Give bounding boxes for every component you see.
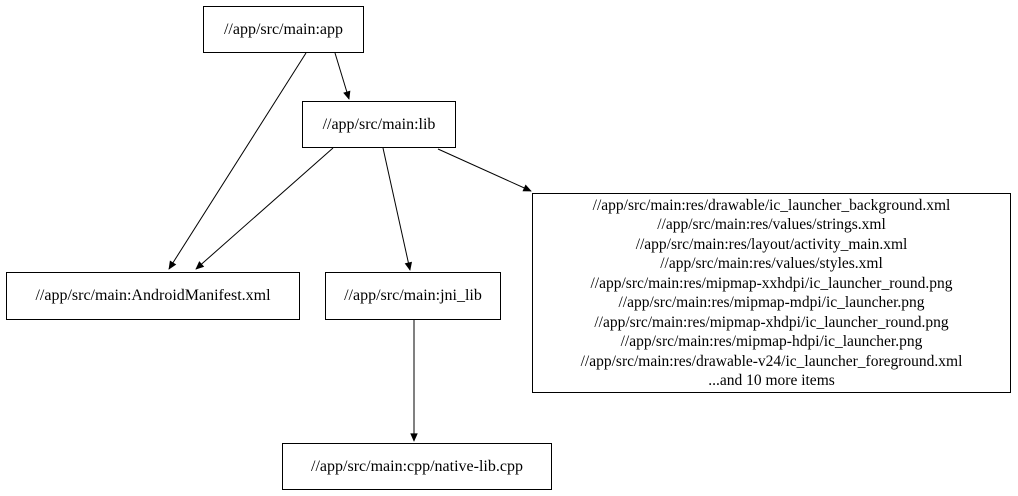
node-label-line: //app/src/main:res/mipmap-xxhdpi/ic_laun… [590,274,953,292]
graph-node-lib: //app/src/main:lib [302,101,456,148]
edge-app-to-lib [334,52,351,100]
graph-node-app: //app/src/main:app [203,6,364,53]
graph-node-resources: //app/src/main:res/drawable/ic_launcher_… [532,193,1011,393]
node-label: //app/src/main:app [223,20,344,38]
node-label-line: //app/src/main:res/layout/activity_main.… [635,235,908,253]
graph-node-jni-lib: //app/src/main:jni_lib [325,272,501,320]
graph-node-native-lib-cpp: //app/src/main:cpp/native-lib.cpp [282,443,552,490]
graph-node-android-manifest: //app/src/main:AndroidManifest.xml [6,272,300,320]
node-label: //app/src/main:cpp/native-lib.cpp [311,457,523,475]
edge-lib-to-resources [437,148,532,192]
node-label-line: //app/src/main:res/mipmap-hdpi/ic_launch… [620,333,923,350]
node-label-line: //app/src/main:res/mipmap-mdpi/ic_launch… [618,294,925,311]
node-label-line: //app/src/main:res/drawable-v24/ic_launc… [580,352,963,370]
node-label-line: //app/src/main:res/mipmap-xhdpi/ic_launc… [594,313,949,331]
node-label: //app/src/main:jni_lib [344,287,482,304]
node-label: //app/src/main:AndroidManifest.xml [35,287,271,304]
edge-lib-to-jni-lib [382,147,412,271]
node-label-line: //app/src/main:res/drawable/ic_launcher_… [592,196,951,214]
node-label: //app/src/main:lib [322,115,436,133]
node-label-line: ...and 10 more items [708,372,835,389]
edge-app-to-android-manifest [168,52,307,270]
node-label-line: //app/src/main:res/values/styles.xml [660,255,883,272]
node-label-line: //app/src/main:res/values/strings.xml [657,216,886,233]
edge-lib-to-android-manifest [195,147,334,270]
